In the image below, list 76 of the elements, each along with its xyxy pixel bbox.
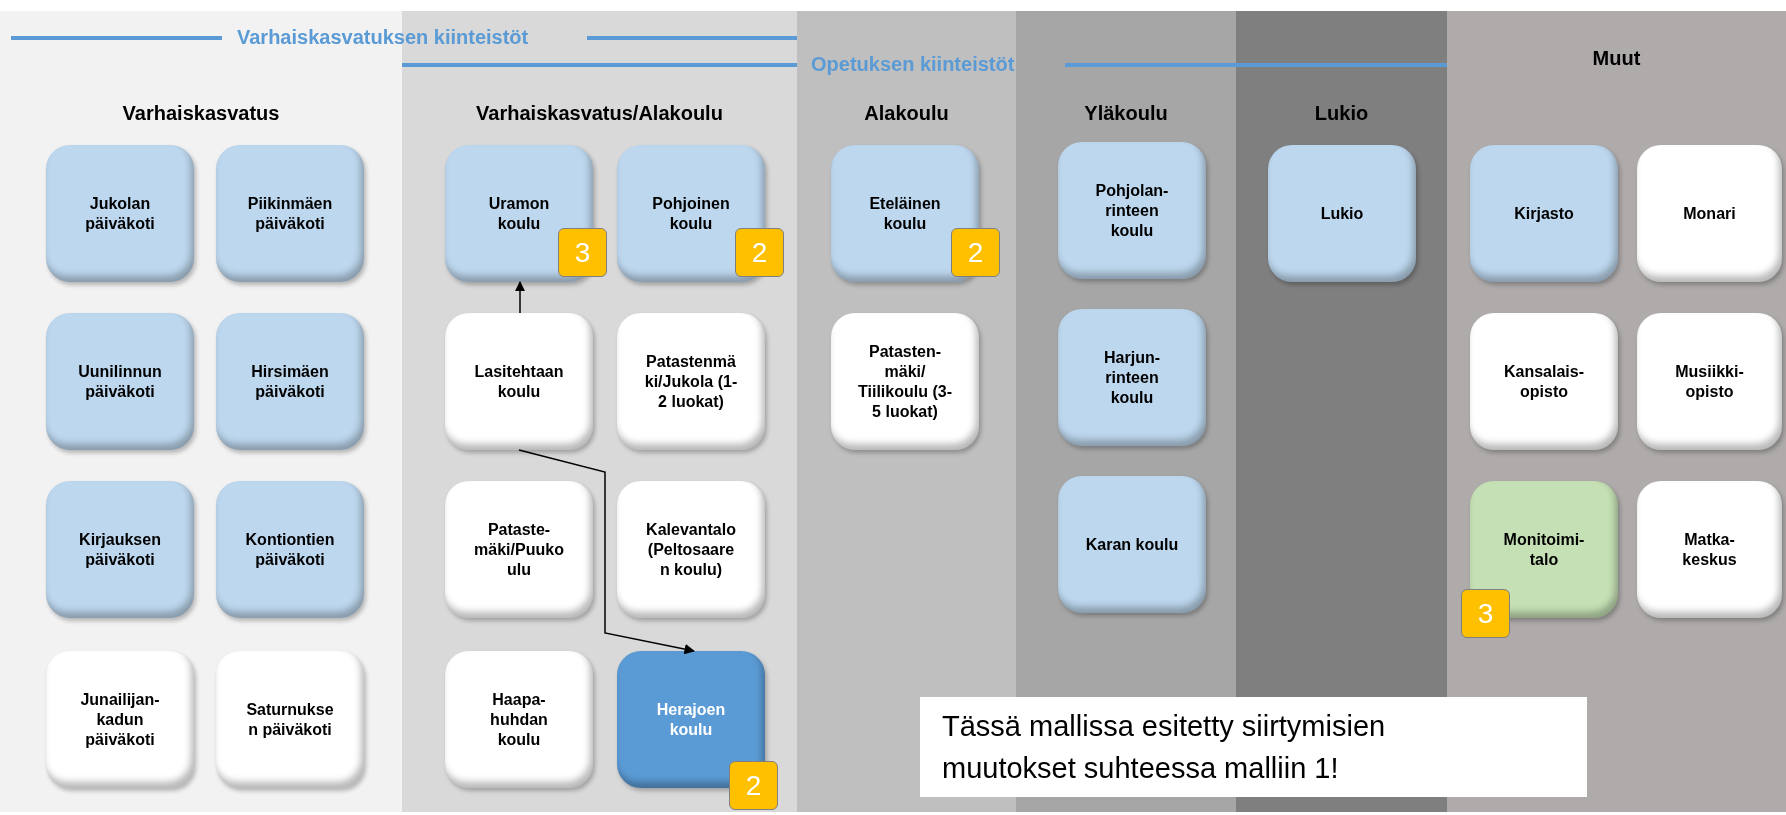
badge-number: 3 <box>574 236 591 269</box>
facility-name: Kansalais- opisto <box>1502 361 1585 402</box>
facility-name: Pohjoinen koulu <box>651 193 731 234</box>
column-heading: Yläkoulu <box>1083 102 1169 125</box>
facility-box <box>46 481 194 618</box>
facility-box <box>445 651 593 788</box>
facility-name: Monari <box>1683 203 1736 224</box>
facility-name: Patastenmä ki/Jukola (1-2 luokat) <box>643 351 739 412</box>
number-badge <box>558 228 607 277</box>
facility-box <box>216 313 364 450</box>
facility-box <box>46 313 194 450</box>
facility-name: Karan koulu <box>1085 534 1179 555</box>
facility-name: Matka- keskus <box>1681 529 1738 570</box>
number-badge <box>729 761 778 810</box>
facility-box <box>445 313 593 450</box>
facility-name: Lasitehtaan koulu <box>473 361 565 402</box>
column-heading: Varhaiskasvatus <box>121 102 281 125</box>
facility-name: Pohjolan- rinteen koulu <box>1094 180 1170 241</box>
facility-box <box>617 481 765 618</box>
facility-name: Uramon koulu <box>487 193 551 234</box>
facility-name: Lukio <box>1320 203 1364 224</box>
facility-box <box>1637 145 1782 282</box>
facility-box <box>445 145 593 282</box>
facility-box <box>46 651 194 788</box>
facility-name: Patasten- mäki/ Tiilikoulu (3-5 luokat) <box>857 341 953 422</box>
facility-box <box>617 313 765 450</box>
facility-box <box>1268 145 1416 282</box>
facility-name: Junailijan- kadun päiväkoti <box>79 689 161 750</box>
number-badge <box>735 228 784 277</box>
group-label: Varhaiskasvatuksen kiinteistöt <box>237 26 529 49</box>
facility-box <box>46 145 194 282</box>
facility-name: Kalevantalo (Peltosaare n koulu) <box>645 519 737 580</box>
facility-name: Kirjasto <box>1514 203 1574 224</box>
badge-number: 2 <box>751 236 768 269</box>
facility-name: Saturnukse n päiväkoti <box>245 699 335 740</box>
facility-name: Herajoen koulu <box>655 699 727 740</box>
facility-box <box>1637 481 1782 618</box>
facility-box <box>617 145 765 282</box>
facility-box <box>216 651 364 788</box>
facility-name: Hirsimäen päiväkoti <box>250 361 330 402</box>
facility-box <box>1058 476 1206 613</box>
facility-name: Haapa- huhdan koulu <box>489 689 549 750</box>
facility-name: Kirjauksen päiväkoti <box>78 529 162 570</box>
badge-number: 2 <box>967 236 984 269</box>
column-heading: Lukio <box>1313 102 1370 125</box>
column-band <box>1447 11 1786 812</box>
facility-box <box>1058 309 1206 446</box>
facility-box <box>1470 145 1618 282</box>
column-heading: Varhaiskasvatus/Alakoulu <box>475 102 724 125</box>
facility-box <box>1637 313 1782 450</box>
facility-name: Monitoimi- talo <box>1502 529 1586 570</box>
facility-box <box>216 481 364 618</box>
facility-name: Piikinmäen päiväkoti <box>246 193 334 234</box>
facility-box <box>1058 142 1206 279</box>
column-heading: Muut <box>1591 47 1642 70</box>
facility-name: Musiikki- opisto <box>1674 361 1745 402</box>
badge-number: 3 <box>1477 597 1494 630</box>
facility-box <box>216 145 364 282</box>
group-label: Opetuksen kiinteistöt <box>811 53 1015 76</box>
number-badge <box>1461 589 1510 638</box>
arrow <box>514 280 526 314</box>
badge-number: 2 <box>745 769 762 802</box>
column-heading: Alakoulu <box>863 102 950 125</box>
facility-name: Pataste- mäki/Puuko ulu <box>473 519 565 580</box>
facility-name: Uunilinnun päiväkoti <box>77 361 163 402</box>
note-text: Tässä mallissa esitetty siirtymisien muutokset suhteessa malliin 1! <box>941 708 1387 786</box>
facility-name: Eteläinen koulu <box>868 193 942 234</box>
note-box <box>920 697 1587 797</box>
facility-box <box>1470 313 1618 450</box>
facility-box <box>831 313 979 450</box>
facility-name: Harjun- rinteen koulu <box>1103 347 1161 408</box>
facility-name: Jukolan päiväkoti <box>84 193 156 234</box>
arrow <box>518 449 695 655</box>
facility-name: Kontiontien päiväkoti <box>244 529 336 570</box>
facility-box <box>445 481 593 618</box>
number-badge <box>951 228 1000 277</box>
